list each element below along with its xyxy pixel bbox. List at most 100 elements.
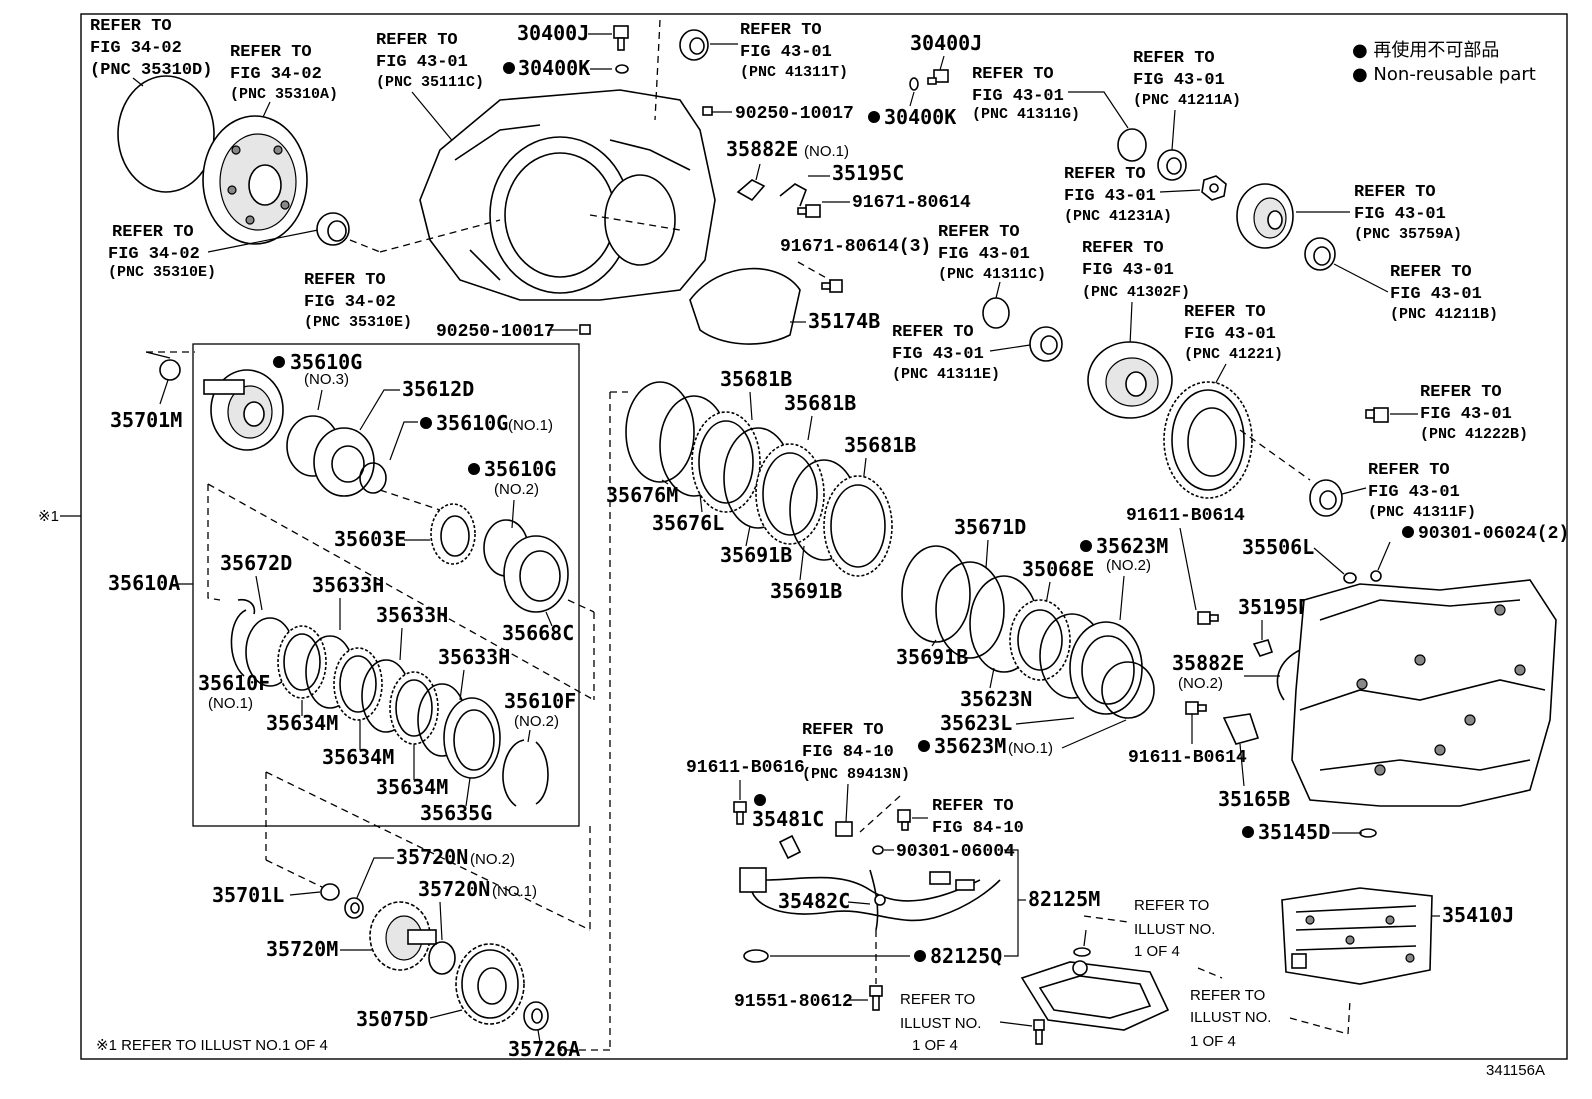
svg-text:REFER TO: REFER TO bbox=[802, 721, 884, 740]
bolt-30400J-top bbox=[613, 25, 629, 51]
label-35174B[interactable]: 35174B bbox=[808, 309, 880, 333]
nonreusable-dot-30400K-top bbox=[503, 62, 515, 74]
label-35691B-a[interactable]: 35691B bbox=[720, 543, 792, 567]
label-35720M[interactable]: 35720M bbox=[266, 937, 338, 961]
label-35681B-c[interactable]: 35681B bbox=[844, 433, 916, 457]
label-35668C[interactable]: 35668C bbox=[502, 621, 574, 645]
label-30400K-right[interactable]: 30400K bbox=[884, 105, 956, 129]
label-35701M[interactable]: 35701M bbox=[110, 408, 182, 432]
label-35623L[interactable]: 35623L bbox=[940, 711, 1012, 735]
label-30400K-top[interactable]: 30400K bbox=[518, 56, 590, 80]
svg-text:REFER TO: REFER TO bbox=[376, 31, 458, 50]
label-35482C[interactable]: 35482C bbox=[778, 889, 850, 913]
label-91611-a[interactable]: 91611-B0614 bbox=[1126, 506, 1245, 526]
label-35634M-c[interactable]: 35634M bbox=[376, 775, 448, 799]
ref-41302F[interactable]: REFER TO FIG 43-01 (PNC 41302F) bbox=[1082, 239, 1190, 301]
label-35612D[interactable]: 35612D bbox=[402, 377, 474, 401]
ref-41311T[interactable]: REFER TO FIG 43-01 (PNC 41311T) bbox=[740, 21, 848, 81]
ref-41222B[interactable]: REFER TO FIG 43-01 (PNC 41222B) bbox=[1420, 383, 1528, 443]
label-30400J-right[interactable]: 30400J bbox=[910, 31, 982, 55]
label-35701L[interactable]: 35701L bbox=[212, 883, 284, 907]
label-35672D[interactable]: 35672D bbox=[220, 551, 292, 575]
ref-41231A[interactable]: REFER TO FIG 43-01 (PNC 41231A) bbox=[1064, 165, 1172, 225]
label-90250-bottom[interactable]: 90250-10017 bbox=[436, 322, 555, 342]
label-91611-c[interactable]: 91611-B0616 bbox=[686, 758, 805, 778]
label-35691B-b[interactable]: 35691B bbox=[770, 579, 842, 603]
brake-disc-stack-35681B bbox=[625, 381, 893, 577]
label-35610G-no1[interactable]: 35610G bbox=[436, 411, 508, 435]
ref-35310D[interactable]: REFER TO FIG 34-02 (PNC 35310D) bbox=[90, 17, 212, 80]
label-35145D[interactable]: 35145D bbox=[1258, 820, 1330, 844]
label-35676L[interactable]: 35676L bbox=[652, 511, 724, 535]
label-90301-b[interactable]: 90301-06004 bbox=[896, 842, 1015, 862]
label-35633H-a[interactable]: 35633H bbox=[312, 573, 384, 597]
svg-text:FIG 84-10: FIG 84-10 bbox=[932, 819, 1024, 838]
ref-illus-c[interactable]: REFER TO ILLUST NO. 1 OF 4 bbox=[1190, 987, 1271, 1050]
label-35623M-no2[interactable]: 35623M bbox=[1096, 534, 1168, 558]
pipe-35882E-no2 bbox=[1276, 649, 1301, 701]
label-35720N-no1[interactable]: 35720N bbox=[418, 877, 490, 901]
ref-35759A[interactable]: REFER TO FIG 43-01 (PNC 35759A) bbox=[1354, 183, 1462, 243]
washer-30400K-top bbox=[615, 64, 629, 74]
label-35068E[interactable]: 35068E bbox=[1022, 557, 1094, 581]
ref-89413N[interactable]: REFER TO FIG 84-10 (PNC 89413N) bbox=[802, 721, 910, 783]
label-82125Q[interactable]: 82125Q bbox=[930, 944, 1002, 968]
label-35610F-no2[interactable]: 35610F bbox=[504, 689, 576, 713]
label-35481C[interactable]: 35481C bbox=[752, 807, 824, 831]
label-35882E-no1[interactable]: 35882E bbox=[726, 137, 798, 161]
label-91611-b[interactable]: 91611-B0614 bbox=[1128, 748, 1247, 768]
label-35610A[interactable]: 35610A bbox=[108, 571, 180, 595]
ref-41311C[interactable]: REFER TO FIG 43-01 (PNC 41311C) bbox=[938, 223, 1046, 283]
label-35671D[interactable]: 35671D bbox=[954, 515, 1026, 539]
ref-41311G[interactable]: REFER TO FIG 43-01 (PNC 41311G) bbox=[972, 65, 1080, 123]
label-35623N[interactable]: 35623N bbox=[960, 687, 1032, 711]
label-90250-top[interactable]: 90250-10017 bbox=[735, 104, 854, 124]
label-35720N-no2[interactable]: 35720N bbox=[396, 845, 468, 869]
ref-35310E-left[interactable]: REFER TO FIG 34-02 (PNC 35310E) bbox=[108, 223, 216, 281]
label-91551[interactable]: 91551-80612 bbox=[734, 992, 853, 1012]
label-35882E-no2[interactable]: 35882E bbox=[1172, 651, 1244, 675]
planetary-carrier-35720M bbox=[369, 901, 437, 971]
label-91671-b[interactable]: 91671-80614(3) bbox=[780, 237, 931, 257]
label-82125M[interactable]: 82125M bbox=[1028, 887, 1100, 911]
label-35603E[interactable]: 35603E bbox=[334, 527, 406, 551]
label-91671-a[interactable]: 91671-80614 bbox=[852, 193, 971, 213]
ref-35310E-mid[interactable]: REFER TO FIG 34-02 (PNC 35310E) bbox=[304, 271, 412, 331]
label-35623M-no1[interactable]: 35623M bbox=[934, 734, 1006, 758]
label-35635G[interactable]: 35635G bbox=[420, 801, 492, 825]
label-30400J-top[interactable]: 30400J bbox=[517, 21, 589, 45]
label-35681B-b[interactable]: 35681B bbox=[784, 391, 856, 415]
bearing-35603E bbox=[430, 503, 476, 565]
label-35610G-no1-suffix: (NO.1) bbox=[508, 417, 553, 434]
label-35691B-c[interactable]: 35691B bbox=[896, 645, 968, 669]
ref-35111C[interactable]: REFER TO FIG 43-01 (PNC 35111C) bbox=[376, 31, 484, 91]
ref-41311F[interactable]: REFER TO FIG 43-01 (PNC 41311F) bbox=[1368, 461, 1476, 521]
label-35610G-no3[interactable]: 35610G bbox=[290, 350, 362, 374]
label-35195C[interactable]: 35195C bbox=[832, 161, 904, 185]
ref-illus-b[interactable]: REFER TO ILLUST NO. 1 OF 4 bbox=[1134, 897, 1215, 960]
nonreusable-dot-35610G-no3 bbox=[273, 356, 285, 368]
label-35633H-b[interactable]: 35633H bbox=[376, 603, 448, 627]
ref-41221[interactable]: REFER TO FIG 43-01 (PNC 41221) bbox=[1184, 303, 1283, 363]
label-35726A[interactable]: 35726A bbox=[508, 1037, 580, 1061]
label-90301-a[interactable]: 90301-06024(2) bbox=[1418, 524, 1569, 544]
label-35075D[interactable]: 35075D bbox=[356, 1007, 428, 1031]
ref-illus-a[interactable]: REFER TO ILLUST NO. 1 OF 4 bbox=[900, 991, 981, 1054]
label-35681B-a[interactable]: 35681B bbox=[720, 367, 792, 391]
label-35195D[interactable]: 35195D bbox=[1238, 595, 1310, 619]
label-35610G-no2[interactable]: 35610G bbox=[484, 457, 556, 481]
ref-41311E[interactable]: REFER TO FIG 43-01 (PNC 41311E) bbox=[892, 323, 1000, 383]
label-35610F-no1[interactable]: 35610F bbox=[198, 671, 270, 695]
label-35410J[interactable]: 35410J bbox=[1442, 903, 1514, 927]
label-35633H-c[interactable]: 35633H bbox=[438, 645, 510, 669]
ref-41211A[interactable]: REFER TO FIG 43-01 (PNC 41211A) bbox=[1133, 49, 1241, 109]
nonreusable-dot-35623M-no2 bbox=[1080, 540, 1092, 552]
ref-35310A[interactable]: REFER TO FIG 34-02 (PNC 35310A) bbox=[230, 43, 338, 103]
ref-84-10[interactable]: REFER TO FIG 84-10 bbox=[932, 797, 1024, 838]
ref-41211B[interactable]: REFER TO FIG 43-01 (PNC 41211B) bbox=[1390, 263, 1498, 323]
svg-text:REFER TO: REFER TO bbox=[892, 323, 974, 342]
label-35165B[interactable]: 35165B bbox=[1218, 787, 1290, 811]
label-35506L[interactable]: 35506L bbox=[1242, 535, 1314, 559]
label-35676M[interactable]: 35676M bbox=[606, 483, 678, 507]
label-35634M-b[interactable]: 35634M bbox=[322, 745, 394, 769]
